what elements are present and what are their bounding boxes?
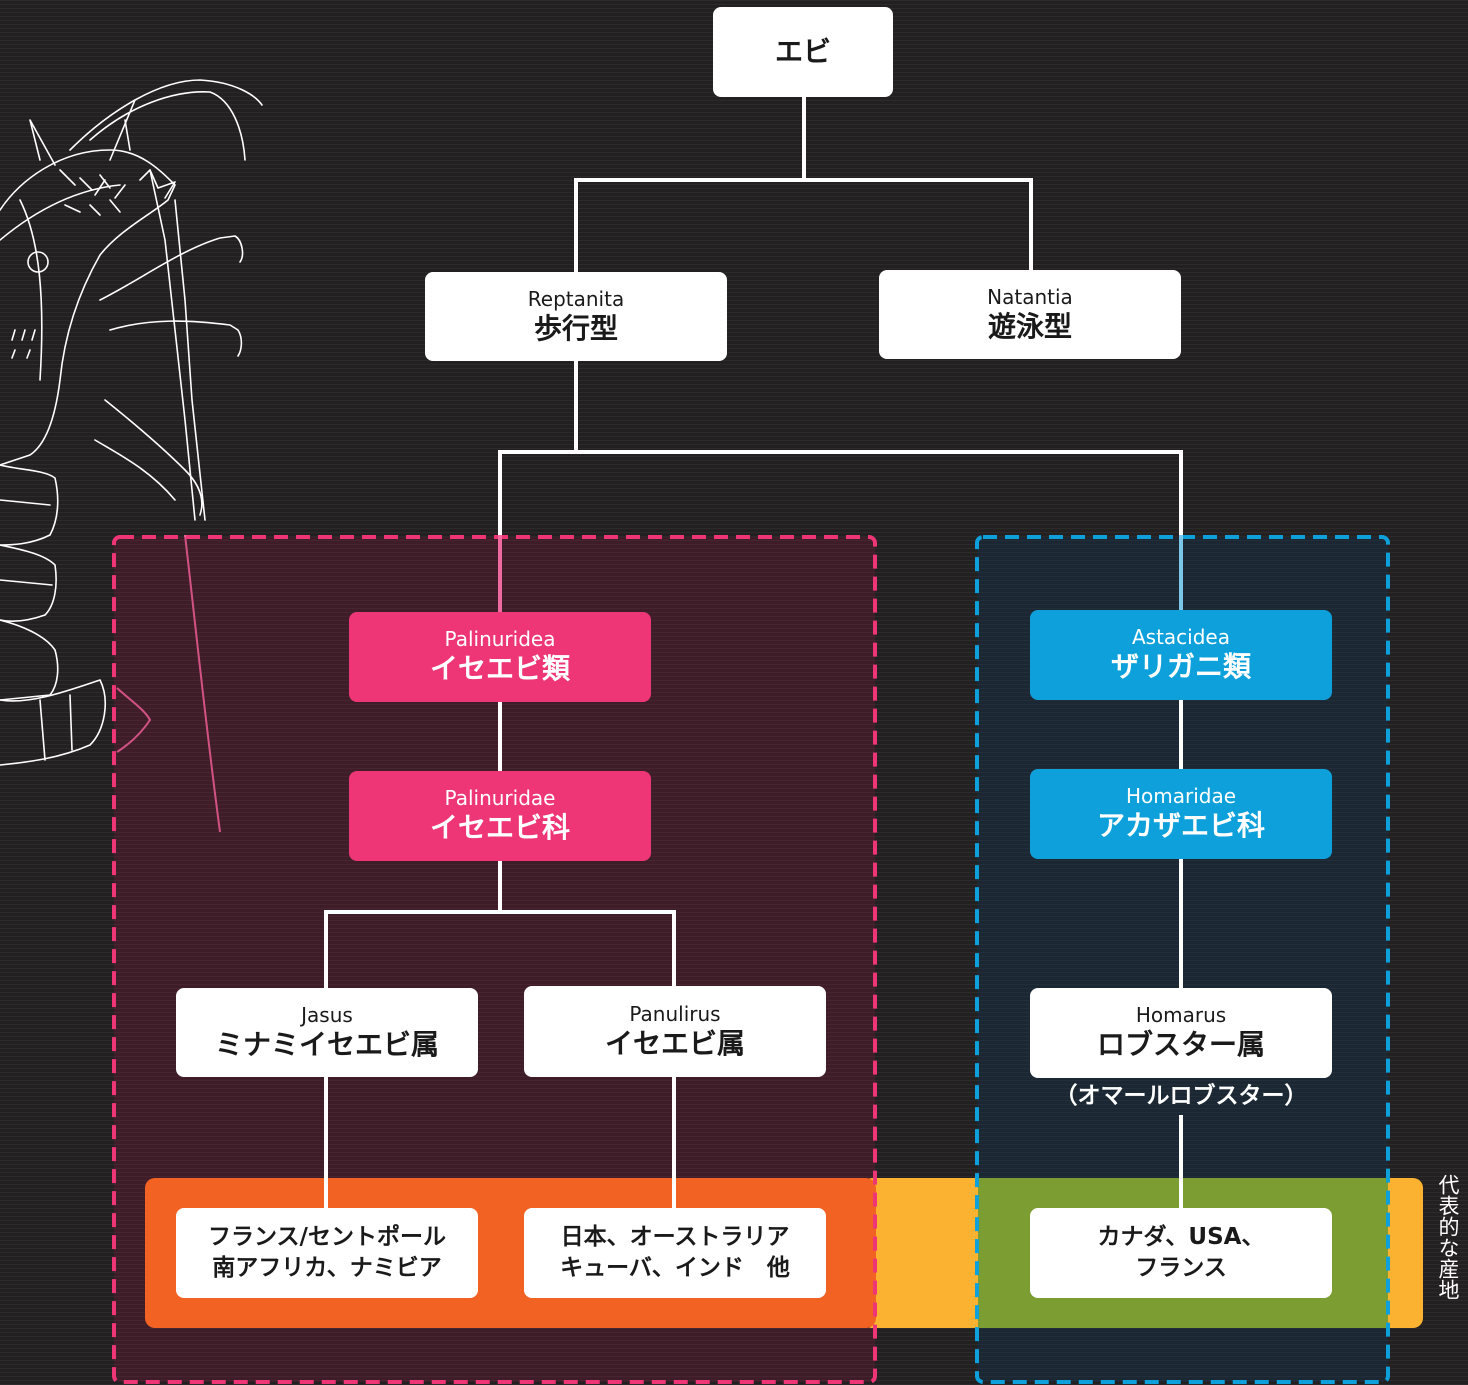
origin-panulirus-line2: キューバ、インド 他 [560, 1255, 790, 1281]
node-palinuridea-ja: イセエビ類 [429, 652, 570, 685]
origin-panulirus-line1: 日本、オーストラリア [560, 1224, 790, 1250]
node-reptantia-latin: Reptanita [527, 286, 625, 311]
homarus-note: （オマールロブスター） [1054, 1083, 1308, 1109]
node-natantia: Natantia 遊泳型 [879, 270, 1181, 359]
node-astacidea: Astacidea ザリガニ類 [1030, 610, 1332, 700]
node-homaridae: Homaridae アカザエビ科 [1030, 769, 1332, 859]
node-jasus: Jasus ミナミイセエビ属 [176, 988, 478, 1077]
node-palinuridae-ja: イセエビ科 [429, 811, 570, 844]
node-astacidea-latin: Astacidea [1131, 625, 1230, 649]
node-reptantia-ja: 歩行型 [533, 311, 618, 345]
lobster-antenna-pink [184, 534, 221, 833]
origins-label: 代表的な産地 [1436, 1174, 1460, 1300]
node-homaridae-latin: Homaridae [1125, 784, 1237, 808]
node-panulirus-ja: イセエビ属 [604, 1026, 745, 1060]
node-panulirus-latin: Panulirus [629, 1001, 721, 1026]
pink-region-border [112, 535, 877, 1384]
node-palinuridae: Palinuridae イセエビ科 [349, 771, 651, 861]
node-panulirus: Panulirus イセエビ属 [524, 986, 826, 1077]
lobster-illustration [0, 79, 263, 766]
connector-pink-chain [324, 700, 676, 990]
node-jasus-ja: ミナミイセエビ属 [214, 1027, 439, 1061]
node-palinuridea: Palinuridea イセエビ類 [349, 612, 651, 702]
origin-homarus-line1: カナダ、USA、 [1097, 1224, 1265, 1250]
pink-region-fill [114, 537, 875, 1382]
node-homaridae-ja: アカザエビ科 [1096, 809, 1265, 842]
connector-root [574, 95, 1033, 274]
lobster-tail-pink [116, 687, 152, 753]
node-homarus: Homarus ロブスター属 [1030, 988, 1332, 1078]
connector-genus-to-origin [324, 1075, 1183, 1210]
node-palinuridae-latin: Palinuridae [444, 786, 556, 810]
node-jasus-latin: Jasus [301, 1002, 353, 1027]
origin-homarus-line2: フランス [1135, 1255, 1227, 1281]
origin-jasus-line1: フランス/セントポール [208, 1224, 446, 1250]
node-homarus-latin: Homarus [1135, 1003, 1227, 1027]
origin-panulirus: 日本、オーストラリア キューバ、インド 他 [524, 1208, 826, 1298]
node-natantia-latin: Natantia [987, 284, 1073, 309]
node-astacidea-ja: ザリガニ類 [1110, 650, 1251, 683]
node-homarus-ja: ロブスター属 [1096, 1028, 1265, 1061]
node-reptantia: Reptanita 歩行型 [425, 272, 727, 361]
node-root-ja: エビ [774, 35, 831, 68]
node-natantia-ja: 遊泳型 [987, 309, 1072, 343]
node-palinuridea-latin: Palinuridea [444, 627, 556, 651]
origin-homarus: カナダ、USA、 フランス [1030, 1208, 1332, 1298]
origin-jasus: フランス/セントポール 南アフリカ、ナミビア [176, 1208, 478, 1298]
connector-reptantia [498, 359, 1183, 539]
node-root: エビ [713, 7, 893, 97]
origin-jasus-line2: 南アフリカ、ナミビア [212, 1255, 442, 1281]
